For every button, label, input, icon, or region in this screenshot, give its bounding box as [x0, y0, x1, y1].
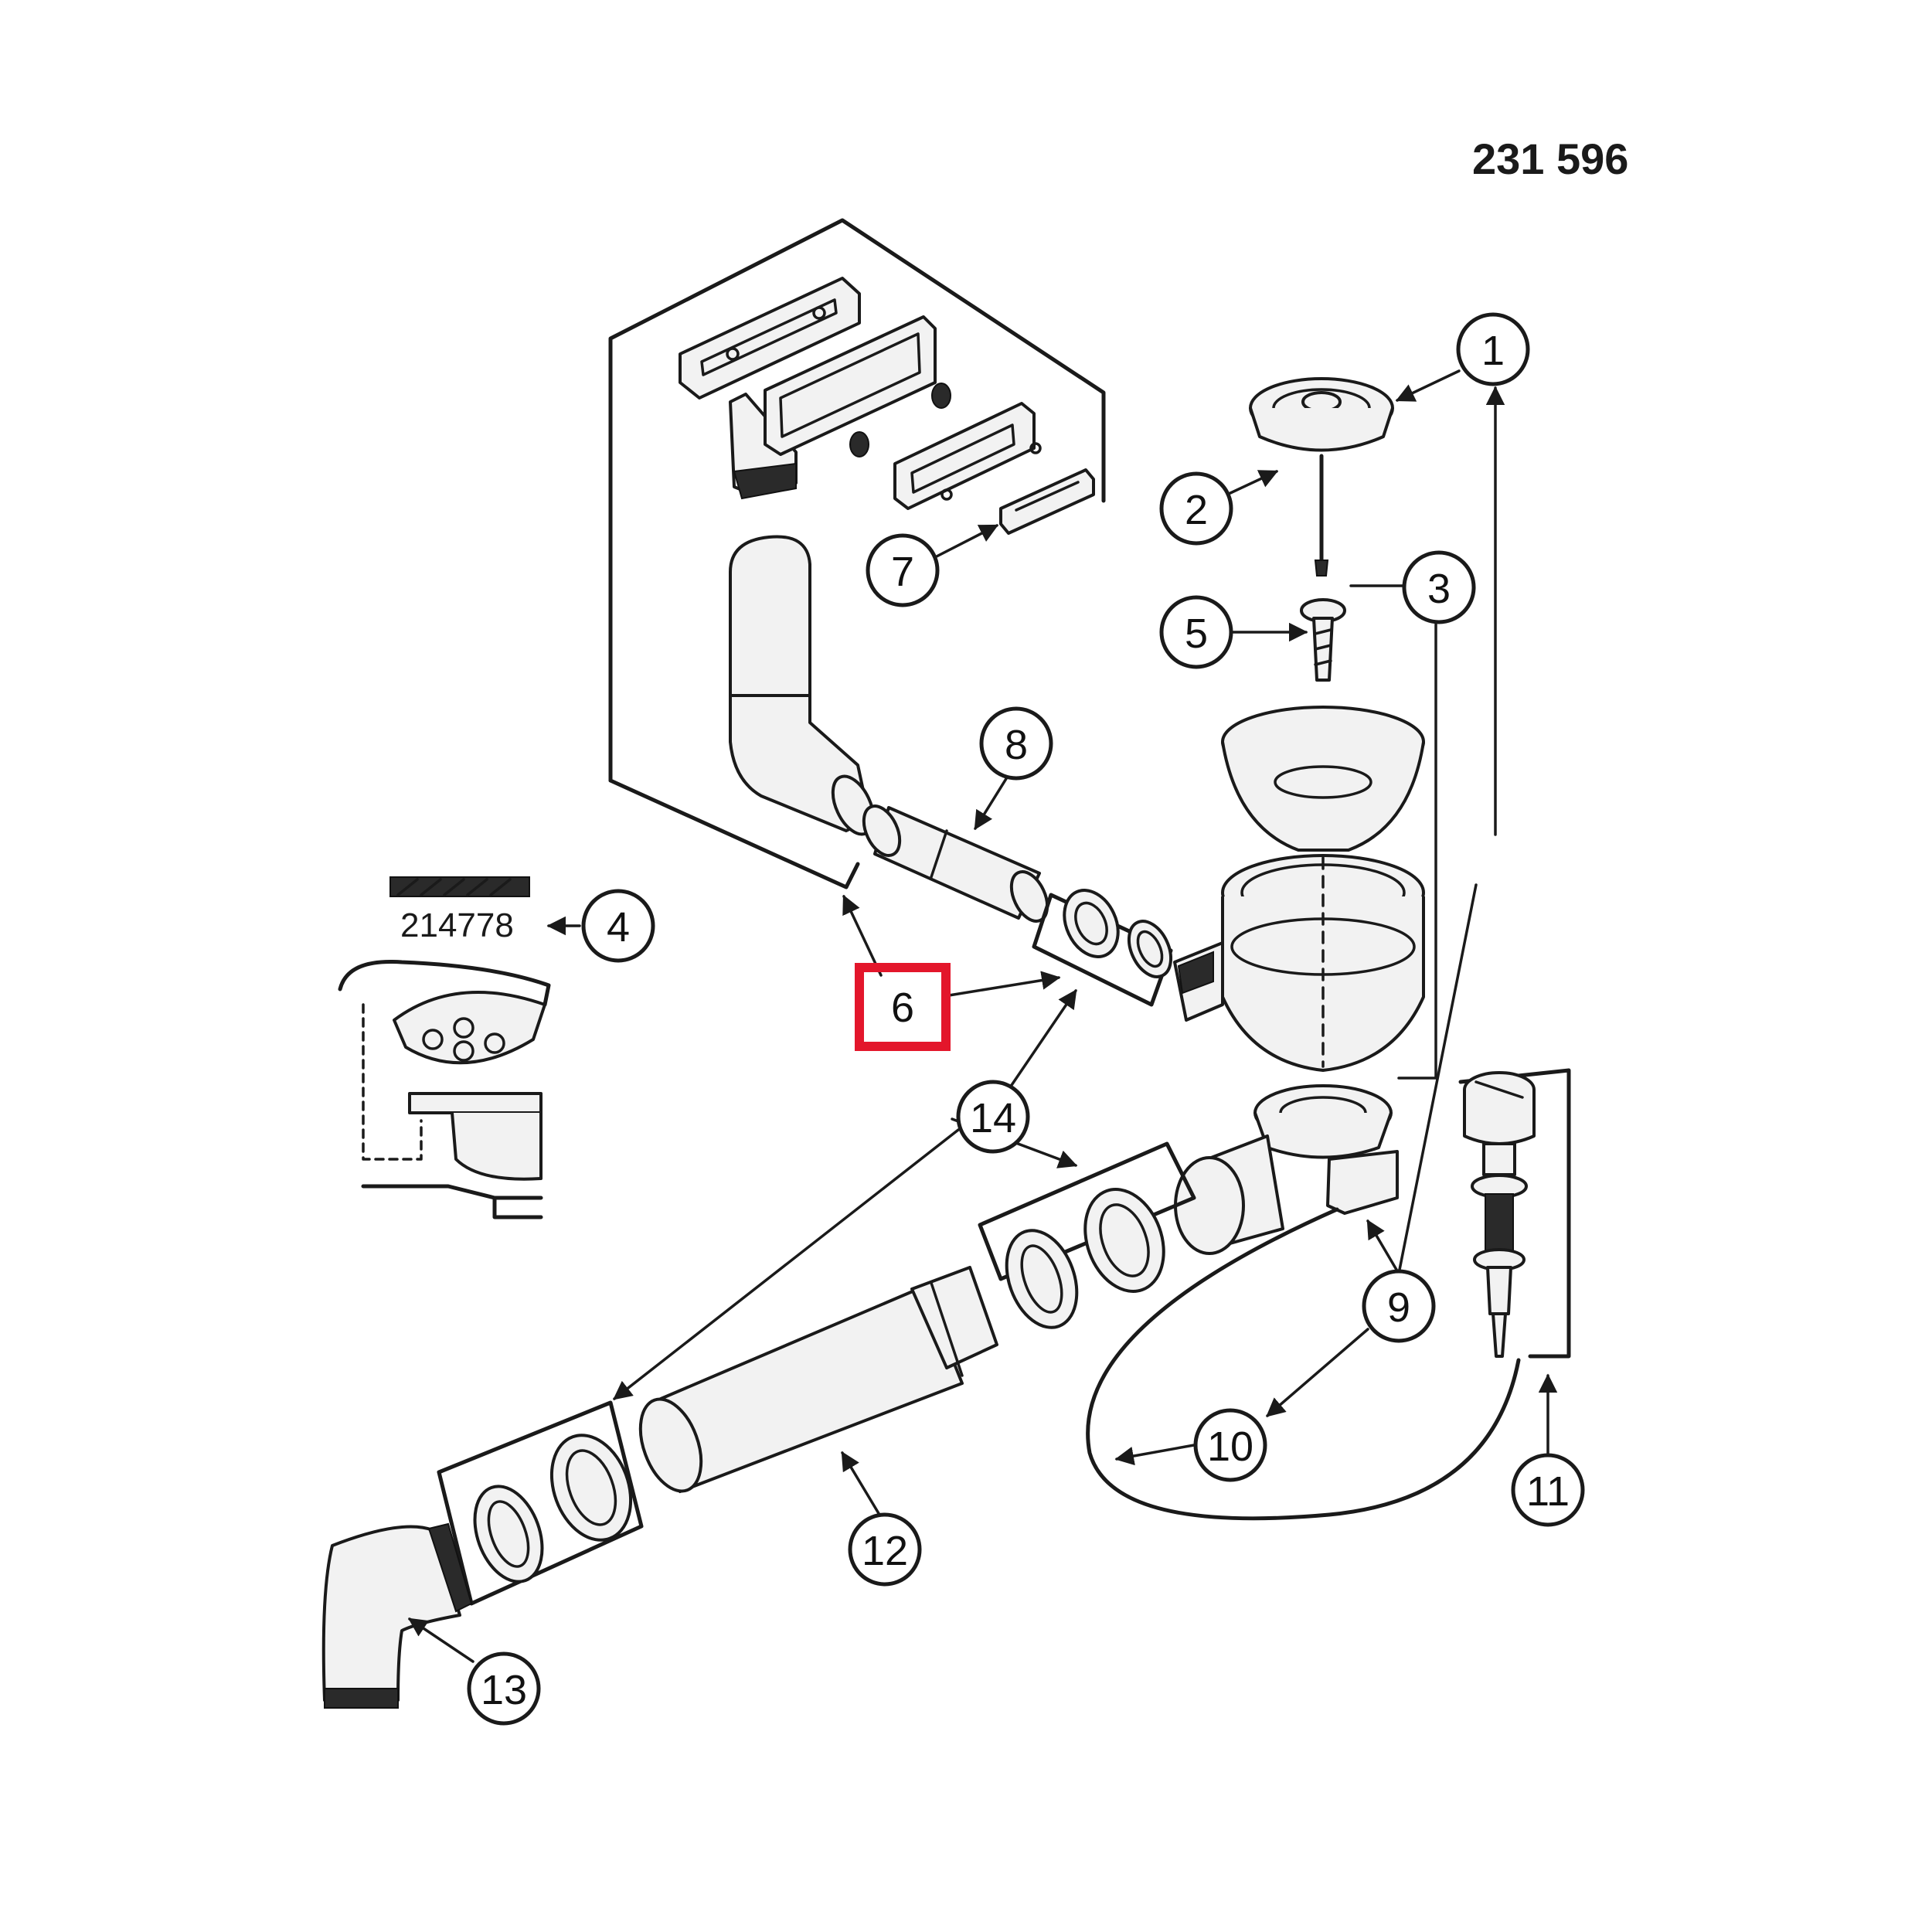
svg-text:13: 13 [481, 1667, 527, 1713]
callout-8: 8 [979, 706, 1053, 781]
callout-6: 6 [855, 963, 951, 1051]
callout-14: 14 [956, 1080, 1030, 1154]
callout-12: 12 [848, 1512, 922, 1587]
svg-text:5: 5 [1185, 611, 1208, 657]
overflow-head [679, 277, 1095, 535]
callout-5: 5 [1159, 595, 1233, 669]
overflow-pipe [729, 535, 876, 836]
svg-text:4: 4 [607, 904, 630, 951]
callout-7: 7 [866, 533, 940, 607]
svg-text:6: 6 [891, 985, 914, 1031]
elbow-bend [321, 1522, 473, 1709]
control-cable [1086, 1207, 1521, 1521]
svg-text:8: 8 [1005, 722, 1028, 768]
callout-9: 9 [1362, 1269, 1436, 1343]
reference-code: 214778 [400, 906, 514, 944]
drain-pipe [638, 1266, 998, 1493]
waste-outlet [1174, 1084, 1399, 1255]
leader-lines [407, 369, 1558, 1663]
callout-4: 4 [581, 889, 655, 963]
svg-text:12: 12 [862, 1528, 908, 1574]
basket-strainer [1249, 377, 1394, 577]
nut-and-washer [1032, 889, 1173, 1007]
svg-text:2: 2 [1185, 487, 1208, 533]
callout-3: 3 [1402, 550, 1476, 624]
svg-text:9: 9 [1387, 1284, 1410, 1331]
strainer-basket-accessory [338, 876, 551, 1219]
callout-13: 13 [467, 1651, 541, 1726]
drawing-number: 231 596 [1472, 134, 1628, 183]
nut-and-washer-lower [437, 1400, 644, 1606]
svg-text:14: 14 [970, 1095, 1016, 1141]
callout-11: 11 [1511, 1453, 1585, 1527]
sink-waste-body [1173, 706, 1425, 1072]
svg-text:10: 10 [1207, 1423, 1253, 1470]
overflow-assembly-bracket [608, 218, 1106, 783]
callout-6-highlight [855, 963, 951, 1051]
nut-and-washer-upper [978, 1141, 1196, 1329]
svg-text:11: 11 [1526, 1468, 1570, 1515]
screw [1300, 598, 1346, 682]
pop-up-control-knob [1458, 1068, 1571, 1359]
callout-10: 10 [1193, 1408, 1267, 1482]
svg-text:1: 1 [1481, 328, 1505, 374]
callout-1: 1 [1456, 312, 1530, 386]
callout-2: 2 [1159, 471, 1233, 546]
svg-text:7: 7 [891, 549, 914, 595]
svg-text:3: 3 [1427, 566, 1451, 612]
connector-pipe [862, 804, 1049, 923]
